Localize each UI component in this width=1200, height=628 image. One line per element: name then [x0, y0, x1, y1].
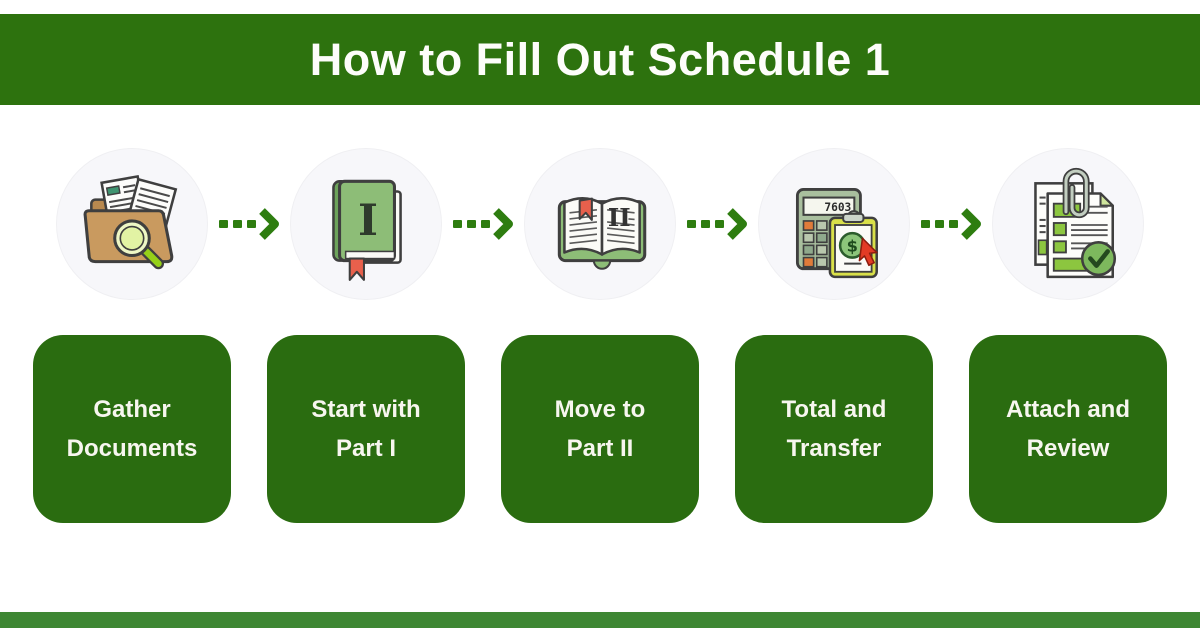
book-page-numeral: II — [608, 203, 631, 232]
step-5-icon-cell — [969, 148, 1167, 300]
step-1-label-box: Gather Documents — [33, 335, 231, 523]
dashed-arrow-icon — [687, 148, 747, 300]
step-label-text: Total and — [781, 396, 887, 423]
step-label-text: Start with — [311, 396, 421, 423]
step-label-text: Part I — [335, 435, 397, 462]
steps-icon-row: I — [33, 148, 1167, 300]
book-cover-numeral: I — [358, 196, 378, 246]
step-label-text: Documents — [66, 435, 198, 462]
page-title: How to Fill Out Schedule 1 — [309, 33, 891, 85]
step-4-label-box: Total and Transfer — [735, 335, 933, 523]
step-2-icon-cell: I — [267, 148, 465, 300]
step-3-label-box: Move to Part II — [501, 335, 699, 523]
step-4-icon-cell: 7603 $ — [735, 148, 933, 300]
dollar-sign-glyph: $ — [847, 236, 858, 255]
step-label-text: Transfer — [786, 435, 882, 462]
step-label-text: Gather — [93, 396, 171, 423]
book-part-one-icon: I — [290, 148, 442, 300]
step-label-text: Attach and — [1005, 396, 1130, 423]
footer-banner — [0, 612, 1200, 628]
header-banner: How to Fill Out Schedule 1 — [0, 14, 1200, 105]
step-label-text: Part II — [566, 435, 634, 462]
step-label-text: Review — [1026, 435, 1110, 462]
steps-label-row: Gather Documents Start with Part I Move … — [33, 335, 1167, 523]
step-1-icon-cell — [33, 148, 231, 300]
dashed-arrow-icon — [453, 148, 513, 300]
open-book-part-two-icon: II — [524, 148, 676, 300]
step-3-icon-cell: II — [501, 148, 699, 300]
calculator-display: 7603 — [824, 201, 851, 214]
documents-check-icon — [992, 148, 1144, 300]
calculator-clipboard-icon: 7603 $ — [758, 148, 910, 300]
step-label-text: Move to — [554, 396, 646, 423]
step-2-label-box: Start with Part I — [267, 335, 465, 523]
dashed-arrow-icon — [219, 148, 279, 300]
folder-search-icon — [56, 148, 208, 300]
dashed-arrow-icon — [921, 148, 981, 300]
step-5-label-box: Attach and Review — [969, 335, 1167, 523]
